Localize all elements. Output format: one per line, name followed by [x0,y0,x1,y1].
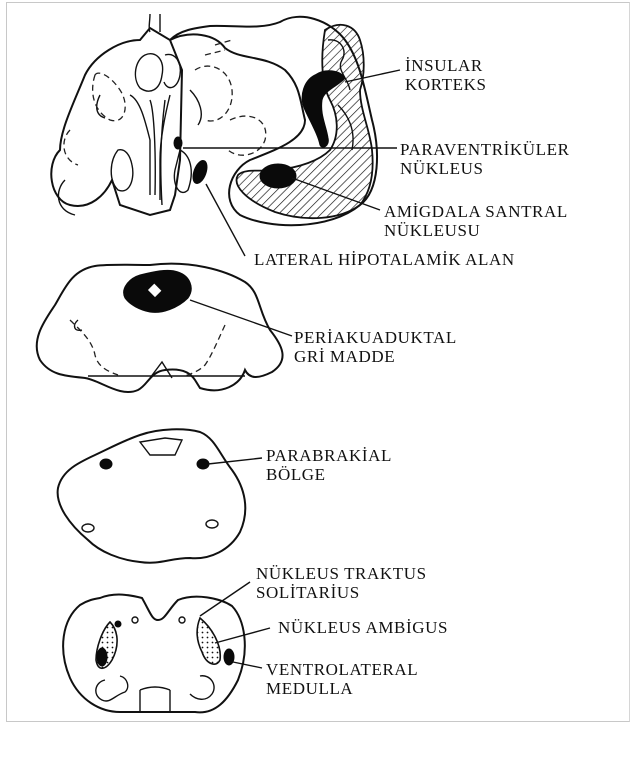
forebrain-section [51,14,377,225]
parabrachial-left [100,459,112,469]
amygdala-central-nucleus [260,164,296,188]
label-periakuaduktal-line1: PERİAKUADUKTAL [294,328,457,347]
label-amigdala: AMİGDALA SANTRAL NÜKLEUSU [384,202,568,240]
label-periakuaduktal-line2: GRİ MADDE [294,347,457,366]
label-paraventrikuler-line1: PARAVENTRİKÜLER [400,140,570,159]
label-traktus-solitarius-line2: SOLİTARİUS [256,583,427,602]
label-ambigus: NÜKLEUS AMBİGUS [278,618,448,637]
label-insular-korteks: İNSULAR KORTEKS [405,56,487,94]
ventrolateral-left [97,648,107,666]
label-ventrolateral-line1: VENTROLATERAL [266,660,418,679]
label-amigdala-line1: AMİGDALA SANTRAL [384,202,568,221]
paraventricular-nucleus [174,137,182,149]
label-periakuaduktal: PERİAKUADUKTAL GRİ MADDE [294,328,457,366]
parabrachial-right [197,459,209,469]
label-amigdala-line2: NÜKLEUSU [384,221,568,240]
label-ventrolateral: VENTROLATERAL MEDULLA [266,660,418,698]
pons-outline [58,429,246,562]
label-traktus-solitarius: NÜKLEUS TRAKTUS SOLİTARİUS [256,564,427,602]
label-insular-korteks-line1: İNSULAR [405,56,487,75]
label-insular-korteks-line2: KORTEKS [405,75,487,94]
midbrain-section [37,264,283,392]
medulla-section [63,595,245,713]
label-parabrakial-line2: BÖLGE [266,465,392,484]
label-paraventrikuler: PARAVENTRİKÜLER NÜKLEUS [400,140,570,178]
label-traktus-solitarius-line1: NÜKLEUS TRAKTUS [256,564,427,583]
label-ventrolateral-line2: MEDULLA [266,679,418,698]
label-parabrakial: PARABRAKİAL BÖLGE [266,446,392,484]
label-parabrakial-line1: PARABRAKİAL [266,446,392,465]
pons-section [58,429,246,562]
label-paraventrikuler-line2: NÜKLEUS [400,159,570,178]
ventrolateral-right [224,649,234,665]
lateral-hypothalamic-area [190,159,209,186]
label-lateral-hipotalamik: LATERAL HİPOTALAMİK ALAN [254,250,515,269]
